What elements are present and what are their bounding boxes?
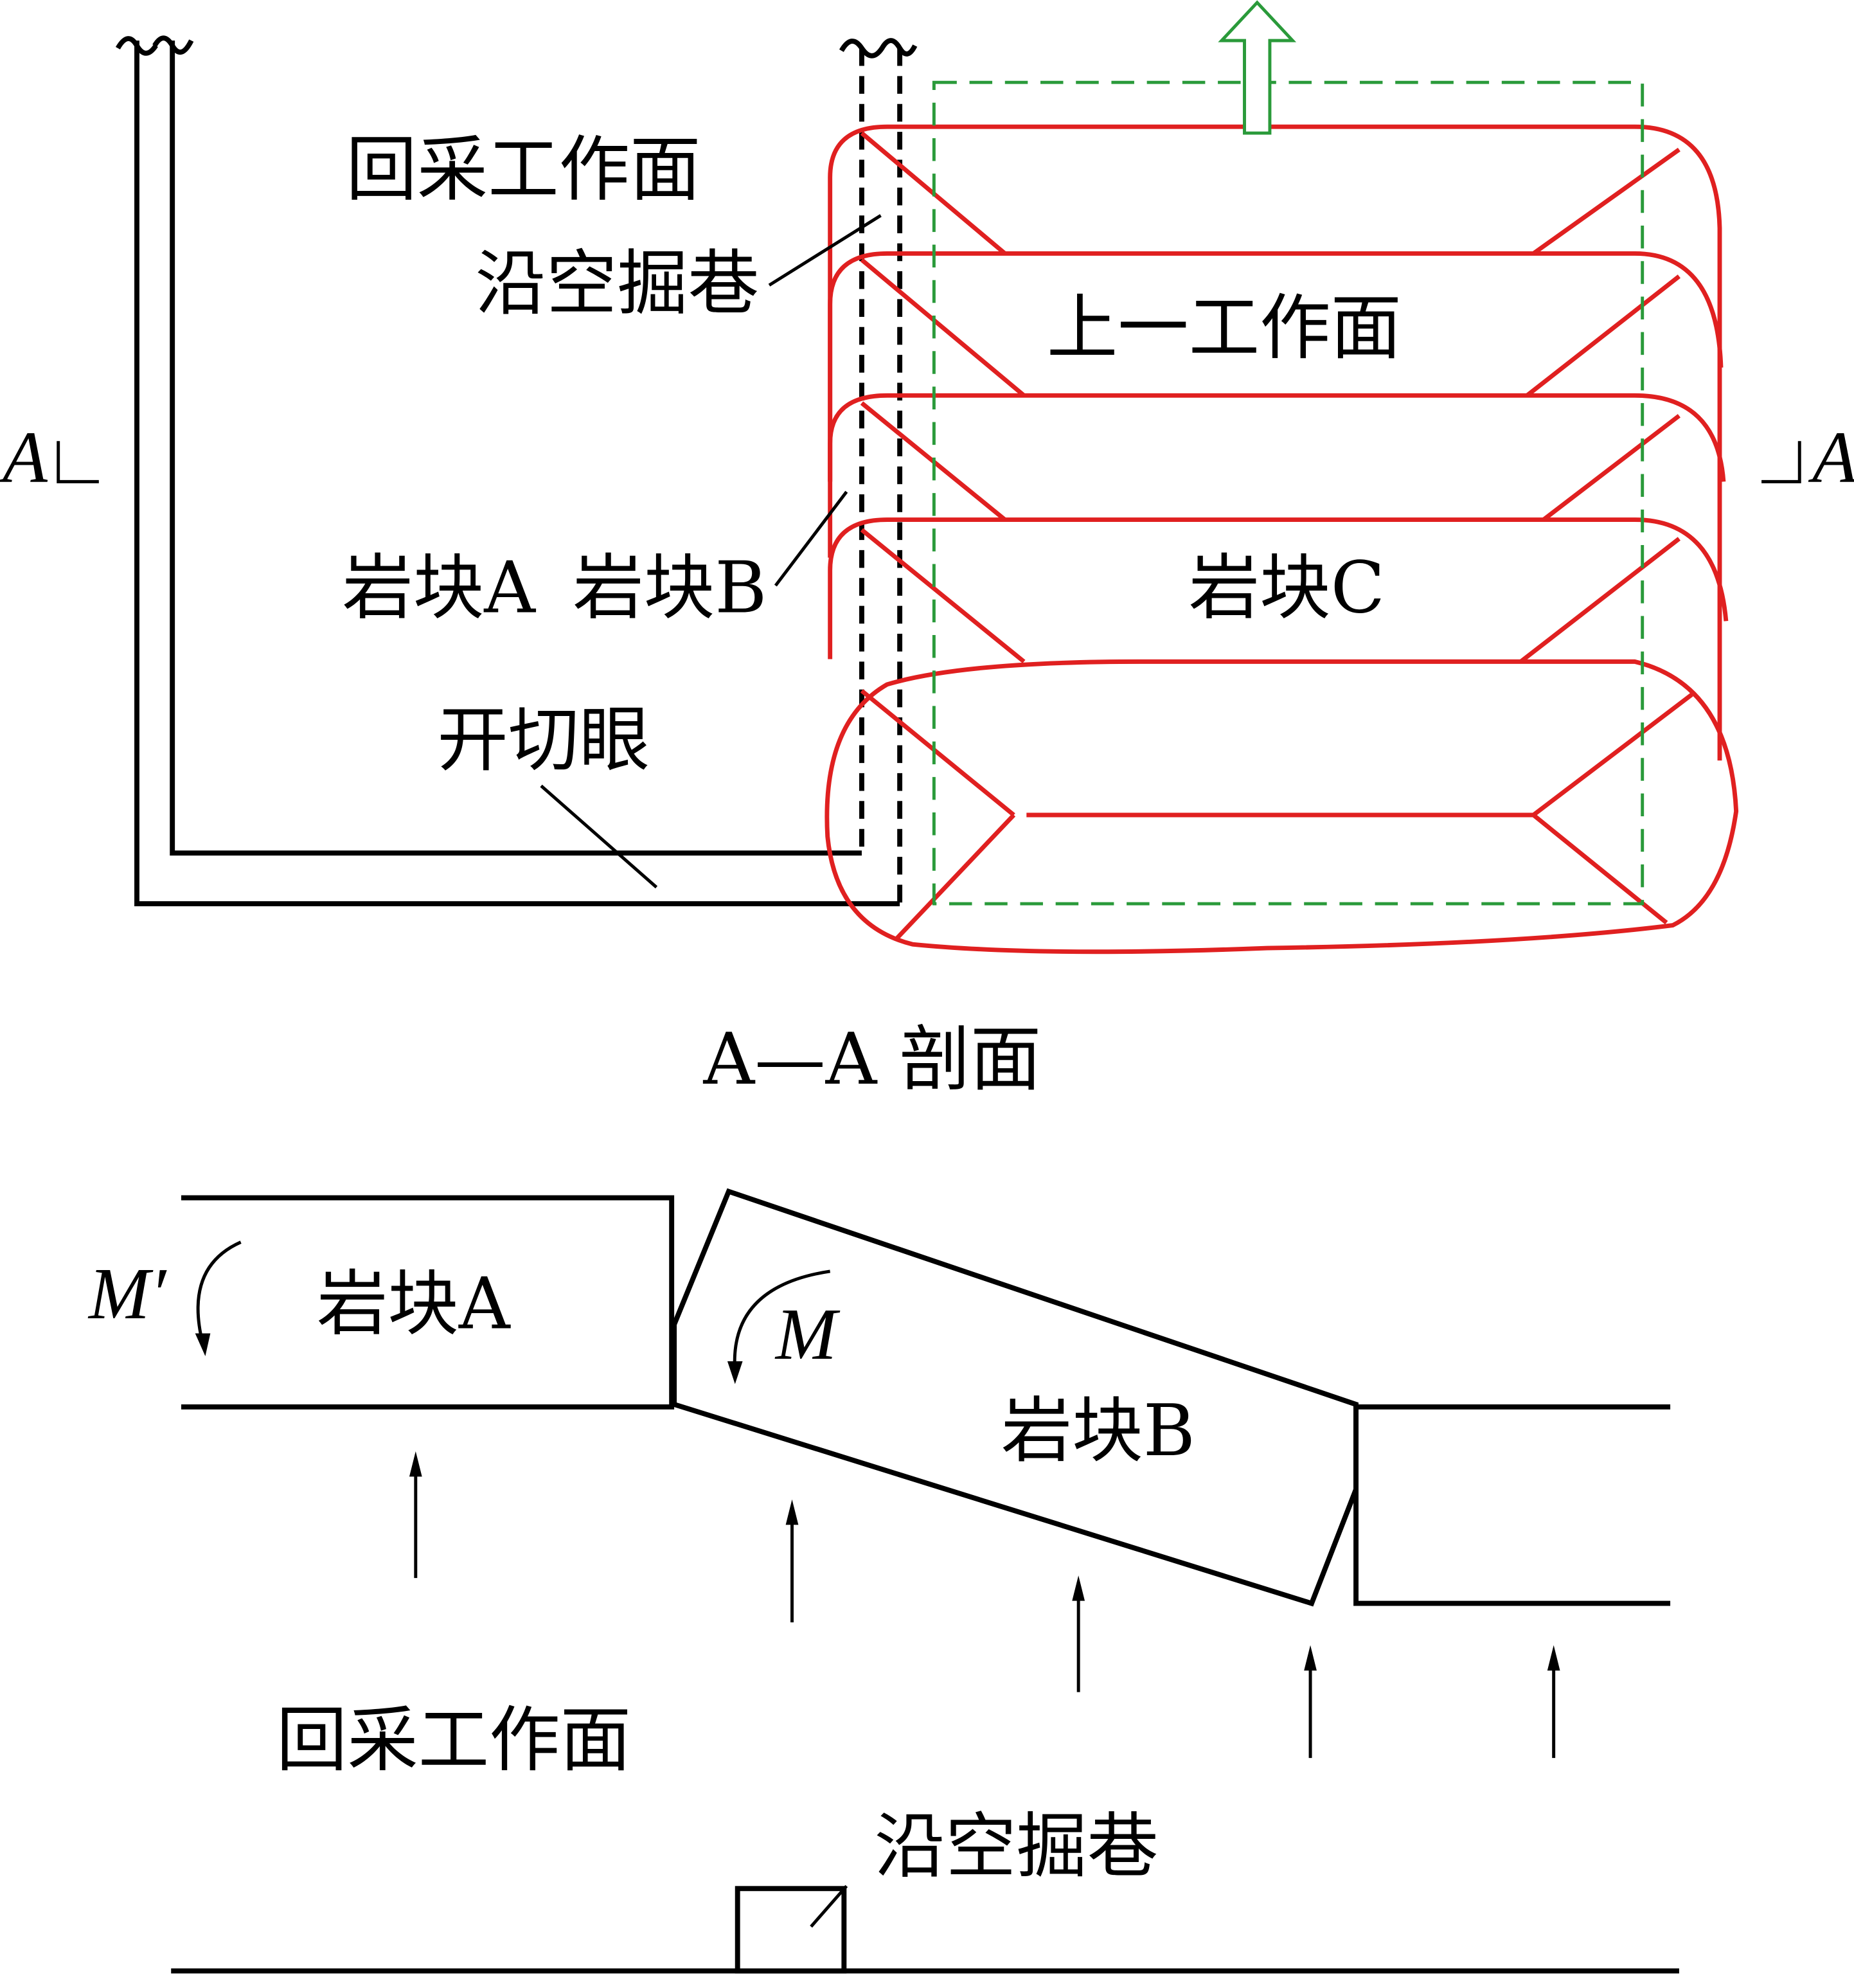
label-previous-face: 上一工作面 [1047,287,1402,370]
advance-arrow-icon [1218,0,1297,135]
section-title: A—A 剖面 [702,1018,1041,1101]
support-arrows [409,1451,1560,1759]
label-moment-prime: M′ [87,1253,167,1334]
section-view: M′ M 岩块A 岩块B 回采工作面 沿空掘巷 [87,1188,1679,1974]
roadway-box [735,1886,847,1974]
label-block-b: 岩块B [573,546,767,629]
label-block-c: 岩块C [1189,546,1385,629]
label-open-off-cut: 开切眼 [437,699,650,782]
panel-boundary [932,0,1645,906]
label-moment: M [774,1293,841,1375]
label-block-a: 岩块A [342,546,536,629]
section-marks [57,441,1801,483]
label-gob-side-roadway: 沿空掘巷 [476,242,760,325]
section-mark-left: A [0,416,48,497]
plan-view: 回采工作面 沿空掘巷 上一工作面 A A 岩块A 岩块B 岩块C 开切眼 [0,0,1854,954]
roadway-lines [115,35,918,906]
section-mark-right: A [1808,416,1854,497]
goaf-outline [824,124,1739,954]
label-mining-face: 回采工作面 [276,1699,631,1782]
label-block-b: 岩块B [1001,1390,1195,1473]
label-gob-side-roadway: 沿空掘巷 [875,1805,1159,1888]
label-block-a: 岩块A [317,1263,511,1346]
label-mining-face: 回采工作面 [346,129,700,211]
block-c-shape [1353,1404,1671,1606]
moment-arrow-icon [195,1240,831,1384]
leader-lines [540,214,882,889]
